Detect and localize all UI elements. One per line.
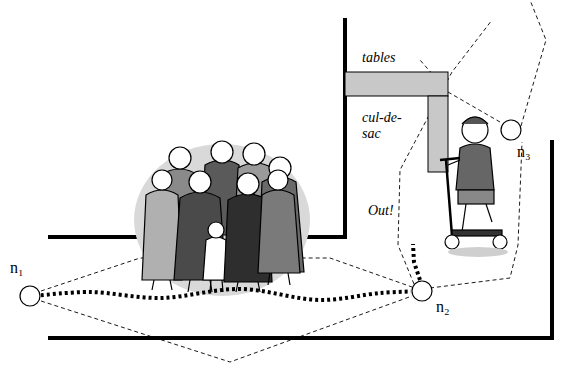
- area-label: Out!: [368, 203, 394, 219]
- region-boundary: [41, 0, 546, 362]
- area-label: cul-de- sac: [362, 110, 414, 142]
- tables-shape: [345, 72, 448, 172]
- node-label: n₂: [436, 299, 450, 315]
- crowd-illustration: [134, 141, 310, 296]
- node-label: n₃: [517, 144, 531, 160]
- child-on-scooter: [440, 117, 508, 257]
- node-label: n₁: [10, 260, 24, 276]
- wall: [48, 18, 554, 340]
- area-label: tables: [362, 50, 395, 66]
- waypoint-node: n₃: [500, 119, 522, 141]
- node-circle: [19, 285, 41, 307]
- walking-path: [41, 289, 411, 300]
- waypoint-node: n₁: [19, 285, 41, 307]
- exit-path: [413, 244, 420, 280]
- node-circle: [500, 119, 522, 141]
- waypoint-node: n₂: [411, 280, 433, 302]
- node-circle: [411, 280, 433, 302]
